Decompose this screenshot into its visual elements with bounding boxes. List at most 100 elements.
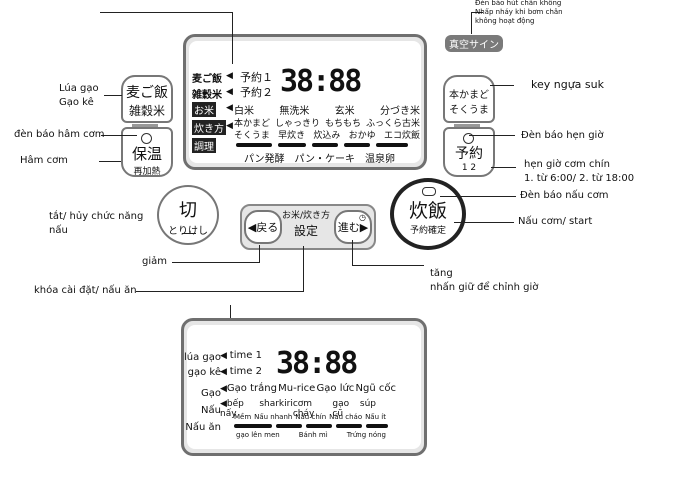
mode-option: Nấu chín bbox=[295, 413, 327, 421]
mode-option: 早炊き bbox=[278, 131, 306, 141]
honkamado-label: 本かまど bbox=[449, 90, 489, 101]
bottom-option: 温泉卵 bbox=[365, 154, 395, 165]
indicator-bar bbox=[236, 143, 272, 147]
rice-option: 玄米 bbox=[334, 106, 355, 117]
side-label: lúa gạo bbox=[183, 352, 221, 363]
keep-warm-button[interactable]: 保温 再加熱 bbox=[121, 127, 173, 177]
off-note: tắt/ hủy chức năng nấu bbox=[49, 211, 144, 236]
timer-light-note: Đèn báo hẹn giờ bbox=[521, 130, 604, 141]
left-arrow-icon: ◀ bbox=[247, 221, 257, 234]
mode-option: しゃっきり bbox=[274, 119, 320, 129]
timer-label-2: ◀ time 2 bbox=[220, 366, 262, 377]
indicator-arrow-icon: ◀ bbox=[220, 367, 230, 377]
indicator-arrow-icon: ◀ bbox=[220, 351, 230, 361]
key-note: key ngựa suk bbox=[531, 78, 604, 91]
mode-option: ふっくら古米 bbox=[365, 119, 420, 129]
back-button[interactable]: ◀戻る bbox=[244, 210, 282, 244]
indicator-bar bbox=[336, 424, 362, 428]
keep-warm-light-icon bbox=[141, 133, 152, 144]
indicator-bar bbox=[278, 143, 306, 147]
bottom-side-labels: lúa gạo gạo kê Gạo Nấu Nấu ăn bbox=[177, 349, 221, 436]
rice-option: ◀Gạo trắng bbox=[220, 383, 277, 394]
time-readout: 38:88 bbox=[280, 64, 362, 99]
side-label: gạo kê bbox=[187, 367, 221, 378]
menu-button[interactable]: 麦ご飯 雑穀米 bbox=[121, 75, 173, 123]
mode-option: もちもち bbox=[324, 119, 361, 129]
indicator-arrow-icon: ◀ bbox=[226, 103, 233, 113]
forward-button[interactable]: ◷ 進む▶ bbox=[334, 210, 372, 244]
divider bbox=[132, 124, 158, 127]
mode-option: cơm cháy bbox=[292, 399, 315, 419]
vacuum-sign: 真空サイン bbox=[445, 35, 503, 52]
menu-button-label-2: 雑穀米 bbox=[128, 104, 165, 118]
timer-label-1: ◀ time 1 bbox=[220, 350, 262, 361]
rice-option: 無洗米 bbox=[279, 106, 310, 117]
bottom-row: gạo lên men Bánh mì Trứng nóng bbox=[236, 431, 386, 439]
lock-note: khóa cài đặt/ nấu ăn bbox=[34, 285, 137, 296]
bottom-display-panel bbox=[181, 318, 427, 456]
vacuum-note: Đèn báo hút chân không Nhấp nháy khi bơm… bbox=[475, 0, 563, 25]
rice-label-note: Lúa gạo Gạo kê bbox=[59, 83, 99, 108]
bottom-display: ◀ time 1 ◀ time 2 38:88 ◀Gạo trắng Mu-ri… bbox=[220, 344, 416, 444]
indicator-bar bbox=[306, 424, 332, 428]
divider bbox=[454, 124, 480, 127]
mode-option: おかゆ bbox=[348, 131, 376, 141]
cook-light-icon bbox=[422, 187, 436, 196]
bottom-option: gạo lên men bbox=[236, 431, 280, 439]
mode-option: Nấu nhanh bbox=[254, 413, 293, 421]
mode-option: súp bbox=[359, 399, 376, 409]
honkamado-button[interactable]: 本かまど そくうま bbox=[443, 75, 495, 123]
side-label-mixed-grain: 雑穀米 bbox=[192, 90, 222, 101]
keep-warm-light-note: đèn báo hâm cơm bbox=[14, 129, 105, 140]
menu-button-label-1: 麦ご飯 bbox=[126, 85, 168, 101]
cook-sub-label: 予約確定 bbox=[409, 226, 446, 236]
reserve-light-icon bbox=[463, 133, 474, 144]
side-label-rice: お米 bbox=[192, 102, 216, 117]
cook-button[interactable]: 炊飯 予約確定 bbox=[390, 178, 466, 250]
off-button[interactable]: 切 とりけし bbox=[157, 185, 219, 245]
time-readout: 38:88 bbox=[276, 346, 358, 381]
side-label: Nấu bbox=[201, 405, 221, 416]
mode-option: Mềm bbox=[234, 413, 252, 421]
increase-note: tăng nhấn giữ để chỉnh giờ bbox=[430, 268, 539, 293]
forward-label: 進む▶ bbox=[337, 221, 369, 234]
bottom-option: Bánh mì bbox=[298, 431, 328, 439]
rice-option: Mu-rice bbox=[278, 383, 316, 394]
decrease-note: giảm bbox=[142, 256, 167, 267]
indicator-bar bbox=[234, 424, 272, 428]
side-label-cooking: 調理 bbox=[192, 138, 216, 153]
side-label: Gạo bbox=[201, 388, 221, 399]
mode-option: エコ炊飯 bbox=[383, 131, 420, 141]
keep-warm-note: Hâm cơm bbox=[20, 155, 68, 166]
rice-option: Ngũ cốc bbox=[355, 383, 396, 394]
center-bottom-label: 設定 bbox=[293, 224, 318, 238]
rice-option: Gạo lức bbox=[316, 383, 355, 394]
back-label: ◀戻る bbox=[247, 221, 279, 234]
rice-row: ◀Gạo trắng Mu-rice Gạo lức Ngũ cốc bbox=[220, 383, 396, 394]
mode-option: 炊込み bbox=[313, 131, 341, 141]
mode-row-1: 本かまど しゃっきり もちもち ふっくら古米 bbox=[234, 116, 420, 129]
indicator-bar bbox=[276, 424, 302, 428]
cook-label: 炊飯 bbox=[408, 200, 447, 222]
reserve-label: 予約 bbox=[455, 146, 483, 162]
timer-label-1: 予約１ bbox=[240, 71, 273, 84]
side-label-barley: 麦ご飯 bbox=[192, 74, 222, 85]
clock-icon: ◷ bbox=[359, 213, 366, 222]
indicator-arrow-icon: ◀ bbox=[226, 71, 233, 81]
indicator-arrow-icon: ◀ bbox=[226, 121, 233, 131]
indicator-bar bbox=[344, 143, 370, 147]
mode-option: sharkiri bbox=[259, 399, 293, 409]
top-display: 麦ご飯 雑穀米 お米 炊き方 調理 ◀ ◀ ◀ ◀ 予約１ 予約２ 38:88 … bbox=[190, 40, 420, 165]
center-top-label: お米/炊き方 bbox=[281, 211, 331, 221]
bottom-option: Trứng nóng bbox=[346, 431, 386, 439]
right-arrow-icon: ▶ bbox=[359, 221, 369, 234]
mode-option: Nấu cháo bbox=[329, 413, 363, 421]
mode-option: gạo cũ bbox=[332, 399, 350, 419]
side-label: Nấu ăn bbox=[185, 422, 221, 433]
mode-row-2: Mềm Nấu nhanh Nấu chín Nấu cháo Nấu ít bbox=[234, 413, 386, 421]
mode-option: 本かまど bbox=[234, 119, 271, 129]
bottom-option: パン・ケーキ bbox=[294, 154, 356, 165]
indicator-bar bbox=[376, 143, 408, 147]
reserve-number: 1 2 bbox=[461, 163, 477, 173]
cook-light-note: Đèn báo nấu cơm bbox=[520, 190, 609, 201]
